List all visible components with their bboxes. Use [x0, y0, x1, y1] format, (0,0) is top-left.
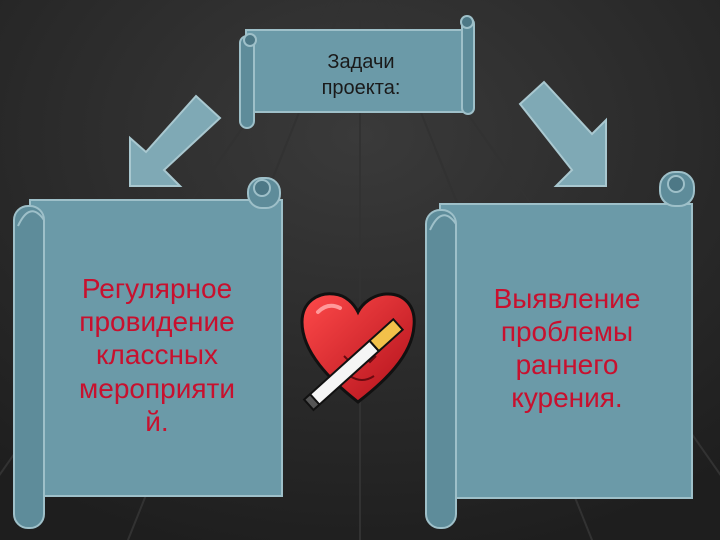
left-task-scroll — [13, 177, 283, 529]
right-task-line: проблемы — [500, 315, 634, 347]
right-arrow-icon — [518, 80, 607, 187]
left-task-line: провидение — [79, 306, 235, 338]
left-task-text: Регулярное провидение классных мероприят… — [52, 240, 262, 470]
title-scroll — [239, 15, 475, 129]
left-task-line: мероприяти — [79, 372, 235, 404]
right-task-line: курения. — [511, 382, 623, 414]
left-task-line: классных — [95, 339, 219, 371]
right-task-text: Выявление проблемы раннего курения. — [462, 268, 672, 428]
right-task-line: раннего — [515, 349, 619, 380]
left-task-line: Регулярное — [81, 273, 233, 305]
heart-cigarette-icon — [300, 292, 416, 412]
title-line: проекта: — [321, 77, 401, 99]
left-arrow-icon — [129, 94, 222, 187]
right-task-line: Выявление — [493, 282, 641, 314]
title-text: Задачи проекта: — [256, 38, 466, 112]
right-task-scroll — [425, 171, 695, 529]
title-line: Задачи — [327, 51, 395, 73]
left-task-line: й. — [145, 405, 169, 437]
